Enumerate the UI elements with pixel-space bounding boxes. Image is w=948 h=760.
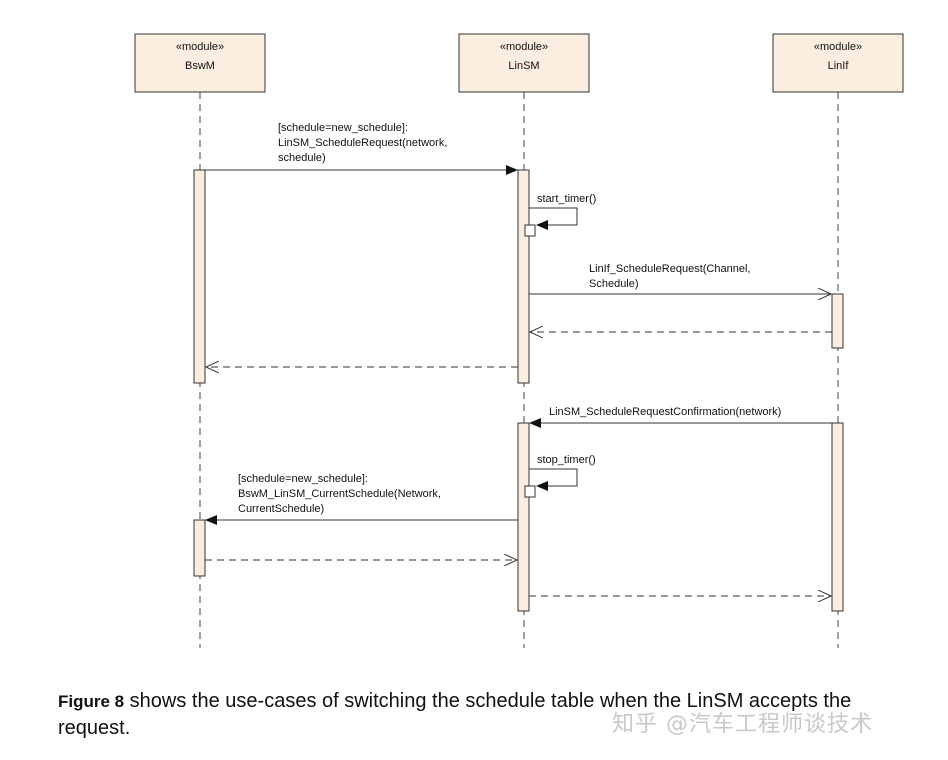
- figure-label: Figure 8: [58, 692, 125, 711]
- message-schedule-request-confirmation: LinSM_ScheduleRequestConfirmation(networ…: [529, 406, 832, 428]
- lifeline-name: LinIf: [828, 60, 850, 72]
- lifeline-head-linsm: «module» LinSM: [458, 33, 590, 93]
- activation-bar-linif: [831, 422, 844, 612]
- lifeline-name: LinSM: [508, 60, 539, 72]
- activation-bar-bswm: [193, 519, 206, 577]
- activation-bar-linif: [831, 293, 844, 349]
- message-label: LinIf_ScheduleRequest(Channel, Schedule): [589, 263, 754, 290]
- stereotype-label: «module»: [814, 41, 862, 53]
- message-label: [schedule=new_schedule]: BswM_LinSM_Curr…: [238, 473, 444, 515]
- lifeline-head-linif: «module» LinIf: [772, 33, 904, 93]
- activation-bar-linsm: [517, 422, 530, 612]
- message-stop-timer: stop_timer(): [529, 454, 596, 491]
- self-call-line: [529, 468, 578, 491]
- sequence-diagram: «module» BswM «module» LinSM «module» Li…: [134, 33, 904, 648]
- message-current-schedule: [schedule=new_schedule]: BswM_LinSM_Curr…: [205, 473, 518, 525]
- self-call-activation: [524, 224, 536, 237]
- message-start-timer: start_timer(): [529, 193, 596, 230]
- caption-text: shows the use-cases of switching the sch…: [58, 690, 852, 739]
- message-label: stop_timer(): [537, 454, 596, 466]
- message-linif-schedule-request: LinIf_ScheduleRequest(Channel, Schedule): [529, 263, 831, 294]
- message-label: [schedule=new_schedule]: LinSM_ScheduleR…: [278, 122, 450, 164]
- self-call-activation: [524, 485, 536, 498]
- activation-bar-linsm: [517, 169, 530, 384]
- lifeline-head-bswm: «module» BswM: [134, 33, 266, 93]
- message-schedule-request: [schedule=new_schedule]: LinSM_ScheduleR…: [205, 122, 518, 175]
- message-label: start_timer(): [537, 193, 596, 205]
- activation-bar-bswm: [193, 169, 206, 384]
- stereotype-label: «module»: [176, 41, 224, 53]
- lifeline-name: BswM: [185, 60, 215, 72]
- stereotype-label: «module»: [500, 41, 548, 53]
- figure-caption: Figure 8 shows the use-cases of switchin…: [58, 688, 918, 741]
- self-call-line: [529, 207, 578, 230]
- watermark: 知乎 @汽车工程师谈技术: [612, 712, 873, 737]
- message-label: LinSM_ScheduleRequestConfirmation(networ…: [549, 406, 781, 418]
